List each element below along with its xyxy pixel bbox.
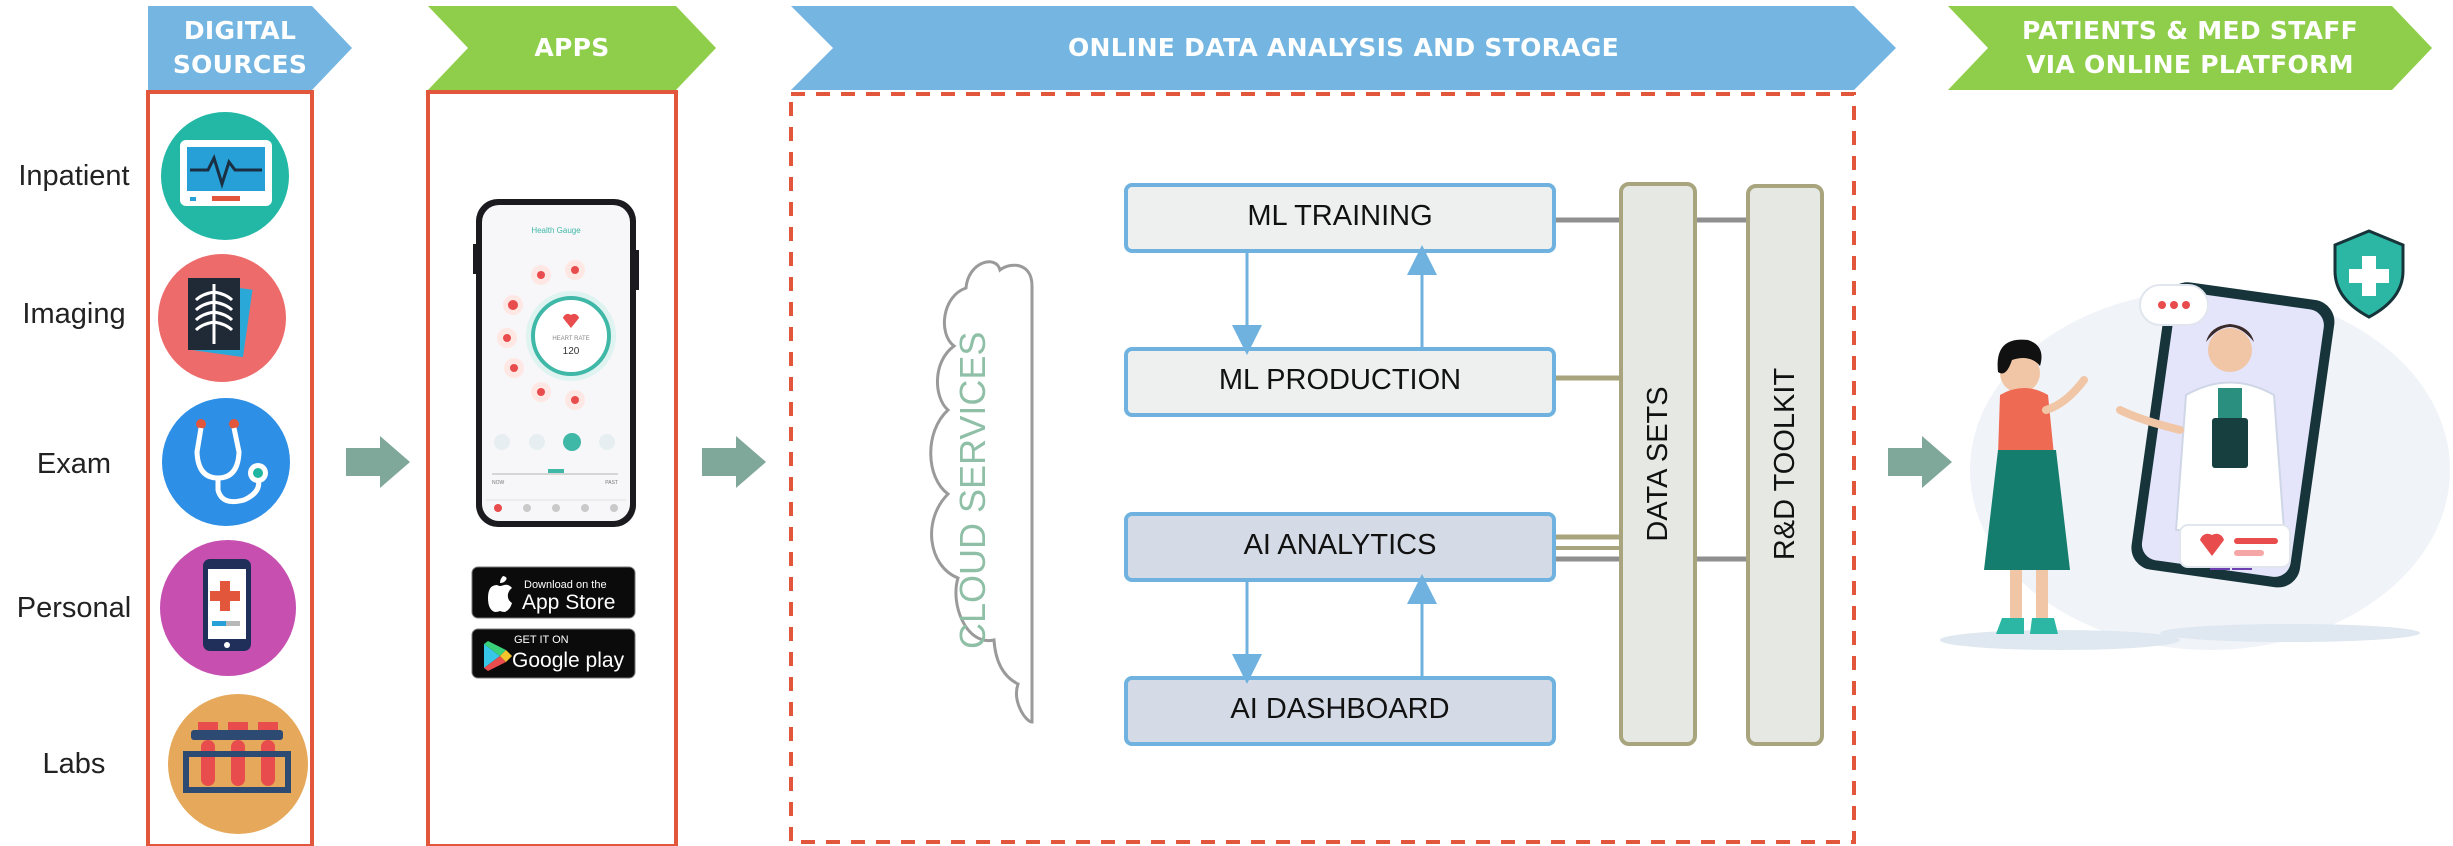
banner-apps-label: APPS (534, 33, 610, 62)
rd-toolkit-label: R&D TOOLKIT (1769, 367, 1801, 561)
source-label-personal: Personal (16, 592, 132, 624)
phone-metric-label: HEART RATE (552, 336, 589, 342)
stethoscope-icon (162, 398, 290, 526)
ai-dashboard-box (1124, 676, 1556, 746)
ai-analytics-box (1124, 512, 1556, 582)
phone-app-title: Health Gauge (531, 226, 581, 235)
phone-metric-value: 120 (563, 346, 580, 357)
ai-analytics-label: AI ANALYTICS (1243, 529, 1437, 561)
google-play-badge[interactable]: GET IT ON Google play (471, 628, 636, 679)
apple-icon (488, 576, 512, 612)
sources-frame (146, 90, 314, 846)
pillar-connectors (1556, 217, 1748, 562)
ml-production-box (1124, 347, 1556, 417)
apps-frame (426, 90, 678, 846)
google-play-small-text: GET IT ON (514, 634, 569, 646)
rd-toolkit-pillar (1746, 184, 1824, 746)
banner-online (791, 6, 1896, 90)
app-store-big-text: App Store (522, 591, 615, 614)
medical-shield-icon (2333, 229, 2405, 319)
cloud-shape (929, 260, 1034, 724)
phone-bottom-left: NOW (492, 480, 505, 486)
source-label-inpatient: Inpatient (18, 160, 130, 192)
cloud-services-label: CLOUD SERVICES (952, 331, 993, 649)
banner-digital-sources (148, 6, 352, 90)
heart-card-icon (2179, 524, 2291, 568)
flow-arrow-2 (702, 436, 766, 488)
ai-dashboard-label: AI DASHBOARD (1230, 693, 1450, 725)
ml-training-box (1124, 183, 1556, 253)
phone-mockup: Health Gauge HEART RATE 120 NOW PAST (473, 199, 639, 527)
source-label-imaging: Imaging (22, 298, 126, 330)
flow-arrow-3 (1888, 436, 1952, 488)
ml-training-label: ML TRAINING (1247, 200, 1433, 232)
analysis-frame (789, 92, 1856, 844)
banner-digital-sources-label: DIGITAL SOURCES (172, 16, 308, 79)
phone-app-icon (160, 540, 296, 676)
xray-icon (158, 254, 286, 382)
source-label-labs: Labs (42, 748, 106, 780)
banner-patients (1948, 6, 2432, 90)
patient-icon (1984, 339, 2088, 634)
banner-patients-label: PATIENTS & MED STAFF VIA ONLINE PLATFORM (2021, 16, 2359, 79)
flow-arrow-1 (346, 436, 410, 488)
data-sets-label: DATA SETS (1642, 386, 1674, 542)
chat-bubble-icon (2139, 284, 2209, 326)
app-store-small-text: Download on the (524, 579, 607, 591)
phone-bottom-right: PAST (605, 480, 618, 486)
app-store-badge[interactable]: Download on the App Store (471, 566, 636, 619)
google-play-icon (484, 641, 512, 671)
monitor-icon (161, 112, 289, 240)
banner-online-label: ONLINE DATA ANALYSIS AND STORAGE (1067, 33, 1620, 62)
source-label-exam: Exam (36, 448, 112, 480)
ml-production-label: ML PRODUCTION (1218, 364, 1462, 396)
test-tubes-icon (168, 694, 308, 834)
banner-apps (428, 6, 716, 90)
data-sets-pillar (1619, 182, 1697, 746)
google-play-big-text: Google play (512, 649, 625, 672)
telemedicine-illustration (1940, 229, 2450, 650)
